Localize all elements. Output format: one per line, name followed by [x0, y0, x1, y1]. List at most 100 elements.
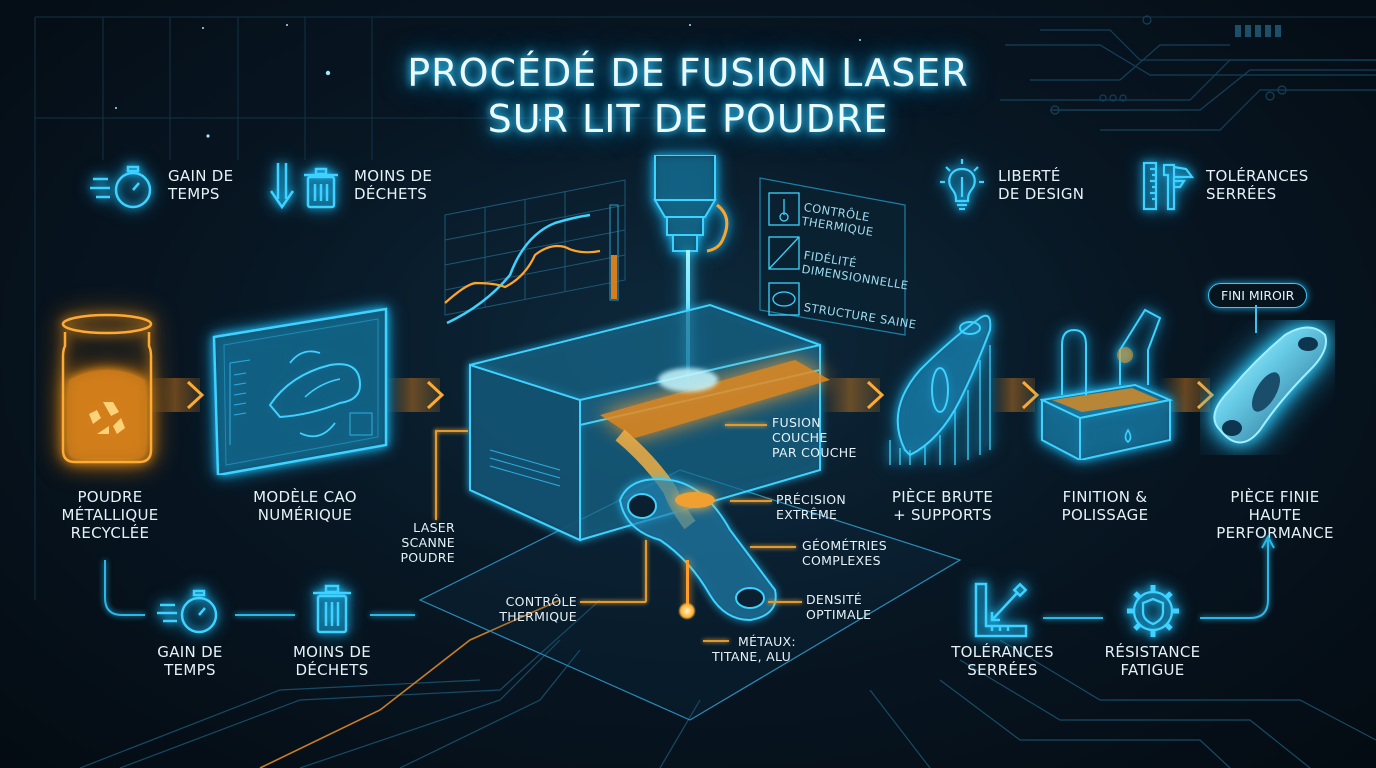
callout-line — [703, 640, 729, 642]
melt-point — [678, 602, 696, 620]
melt-beam — [686, 560, 689, 615]
trash-down-icon — [269, 163, 338, 210]
gear-shield-icon — [1127, 585, 1179, 637]
callout-density: DENSITÉ OPTIMALE — [806, 592, 871, 622]
label-line: POUDRE — [77, 488, 143, 506]
label-line: DÉCHETS — [354, 185, 428, 203]
laser-beam — [686, 250, 690, 385]
badge-pointer — [1255, 305, 1257, 333]
step-label-raw-part: PIÈCE BRUTE + SUPPORTS — [875, 488, 1010, 524]
label-line: NUMÉRIQUE — [257, 506, 353, 524]
label-line: THERMIQUE — [499, 609, 577, 624]
finished-part-icon — [1213, 326, 1327, 444]
callout-line — [768, 601, 802, 603]
raw-part-supports-icon — [889, 314, 992, 465]
callout-precision: PRÉCISION EXTRÊME — [776, 492, 846, 522]
label-line: MÉTAUX: — [738, 634, 796, 649]
label-line: RÉSISTANCE — [1104, 643, 1201, 661]
top-benefit-waste: MOINS DE DÉCHETS — [268, 155, 458, 215]
callout-line — [725, 424, 767, 426]
label-line: FINITION & — [1062, 488, 1148, 506]
stopwatch-icon — [90, 165, 152, 209]
trash-icon — [313, 584, 351, 634]
bottom-benefit-tolerance: TOLÉRANCES SERRÉES — [945, 643, 1060, 679]
stopwatch-icon — [157, 589, 218, 634]
page-title: PROCÉDÉ DE FUSION LASER SUR LIT DE POUDR… — [0, 50, 1376, 142]
flow-arrow — [150, 378, 205, 412]
label-line: SERRÉES — [1206, 185, 1277, 203]
callout-line — [435, 430, 437, 520]
label-line: OPTIMALE — [806, 607, 872, 622]
label-line: GAIN DE — [157, 643, 223, 661]
top-benefit-tolerance: TOLÉRANCES SERRÉES — [1140, 155, 1330, 215]
title-line-2: SUR LIT DE POUDRE — [487, 97, 889, 141]
label-line: MODÈLE CAO — [253, 488, 357, 506]
callout-geometry: GÉOMÉTRIES COMPLEXES — [802, 538, 887, 568]
hud-panel — [759, 177, 906, 336]
top-benefit-design: LIBERTÉ DE DESIGN — [932, 155, 1102, 215]
bottom-benefit-fatigue: RÉSISTANCE FATIGUE — [1095, 643, 1210, 679]
title-line-1: PROCÉDÉ DE FUSION LASER — [407, 51, 969, 95]
flow-arrow — [820, 378, 885, 412]
label-line: TOLÉRANCES — [1206, 167, 1309, 185]
label-line: MÉTALLIQUE — [61, 506, 159, 524]
step-label-cad: MODÈLE CAO NUMÉRIQUE — [225, 488, 385, 524]
label-line: PIÈCE FINIE — [1230, 488, 1320, 506]
label-line: SCANNE — [401, 535, 455, 550]
label-line: HAUTE PERFORMANCE — [1216, 506, 1334, 542]
top-benefit-time: GAIN DE TEMPS — [88, 155, 258, 215]
label-line: LIBERTÉ — [998, 167, 1061, 185]
printer-machine-icon — [469, 303, 830, 542]
bottom-benefit-waste: MOINS DE DÉCHETS — [282, 643, 382, 679]
flow-arrow — [1160, 378, 1215, 412]
temperature-chart-panel — [444, 179, 626, 325]
step-label-finished-part: PIÈCE FINIE HAUTE PERFORMANCE — [1190, 488, 1360, 542]
callout-line — [580, 601, 646, 603]
label-line: TITANE, ALU — [712, 649, 792, 664]
callout-metals: MÉTAUX: TITANE, ALU — [712, 634, 796, 664]
flow-arrow — [385, 378, 445, 412]
mirror-finish-badge: FINI MIROIR — [1208, 283, 1308, 308]
label-line: DENSITÉ — [806, 592, 863, 607]
lightbulb-icon — [940, 159, 984, 211]
label-line: POLISSAGE — [1061, 506, 1149, 524]
label-line: DE DESIGN — [998, 185, 1085, 203]
label-line: POUDRE — [400, 550, 455, 565]
label-line: FATIGUE — [1120, 661, 1185, 679]
label-line: EXTRÊME — [776, 507, 838, 522]
callout-line — [730, 500, 772, 502]
label-line: COUCHE — [772, 430, 828, 445]
callout-line — [645, 540, 647, 602]
label-line: TEMPS — [168, 185, 220, 203]
label-line: PIÈCE BRUTE — [891, 488, 994, 506]
label-line: PAR COUCHE — [772, 445, 857, 460]
cad-screen-icon — [212, 307, 388, 475]
callout-thermal: CONTRÔLE THERMIQUE — [497, 594, 577, 624]
callout-laser: LASER SCANNE POUDRE — [400, 520, 455, 565]
label-line: TOLÉRANCES — [951, 643, 1054, 661]
label-line: CONTRÔLE — [505, 594, 577, 609]
polishing-tank-icon — [1040, 308, 1174, 460]
label-line: MOINS DE — [292, 643, 372, 661]
powder-jar-icon — [61, 313, 153, 464]
callout-line — [435, 430, 468, 432]
label-line: COMPLEXES — [802, 553, 881, 568]
flow-arrow — [990, 378, 1040, 412]
label-line: PRÉCISION — [776, 492, 847, 507]
callout-fusion: FUSION COUCHE PAR COUCHE — [772, 415, 857, 460]
square-ruler-icon — [974, 582, 1028, 638]
laser-head-icon — [653, 155, 729, 253]
label-line: FUSION — [772, 415, 821, 430]
label-line: SERRÉES — [967, 661, 1038, 679]
label-line: + SUPPORTS — [893, 506, 992, 524]
bracket-part-icon — [618, 478, 777, 622]
label-line: TEMPS — [164, 661, 216, 679]
step-label-powder: POUDRE MÉTALLIQUE RECYCLÉE — [45, 488, 175, 542]
label-line: GAIN DE — [168, 167, 234, 185]
step-label-finishing: FINITION & POLISSAGE — [1040, 488, 1170, 524]
label-line: LASER — [413, 520, 455, 535]
label-line: GÉOMÉTRIES — [802, 538, 887, 553]
bottom-benefit-time: GAIN DE TEMPS — [140, 643, 240, 679]
